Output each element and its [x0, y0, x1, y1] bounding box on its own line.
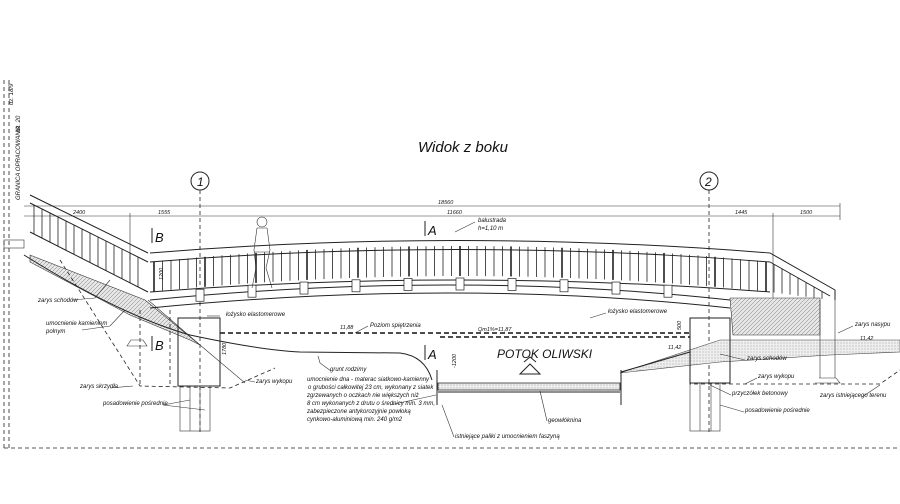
bridge-structure [29, 194, 836, 309]
boundary-label: GRANICA OPRACOWANIA [16, 126, 22, 200]
deck-bolt-plate [195, 288, 205, 302]
boundary-lines [3, 80, 900, 449]
label-zarys-terenu: zarys istniejącego terenu [819, 393, 887, 399]
river-bed [437, 382, 621, 391]
svg-text:B: B [155, 338, 164, 353]
left-stair-fill [29, 254, 201, 346]
label-zarys-schodow-right: zarys schodów [746, 356, 787, 362]
dim-1555: 1555 [158, 210, 171, 216]
dimension-lines [24, 203, 841, 300]
svg-text:cynkowo-aluminiową min. 240 g/: cynkowo-aluminiową min. 240 g/m2 [307, 417, 403, 423]
svg-text:A: A [427, 223, 437, 238]
dim-1500: 1500 [800, 210, 813, 216]
plot-right-label: dz. 20 [16, 115, 22, 132]
label-posadowienie-left: posadowienie pośrednie [102, 401, 168, 407]
water-level-symbol [518, 356, 542, 375]
label-zarys-wykopu-right: zarys wykopu [757, 374, 795, 380]
plot-left-label: dz. 18/9 [9, 83, 15, 105]
deck-bolt-plate [403, 278, 413, 291]
section-marks: B B A A [151, 221, 437, 362]
svg-text:A: A [427, 347, 437, 362]
dim-500: 500 [677, 320, 683, 330]
svg-text:o grubości całkowitej 23 cm, w: o grubości całkowitej 23 cm, wykonany z … [308, 385, 434, 391]
dim-minus-1200: -1200 [452, 353, 458, 368]
label-zarys-wykopu-left: zarys wykopu [255, 379, 293, 385]
deck-bolt-plate [247, 284, 257, 298]
label-umocnienie-dna: umocnienie dna - materac siatkowo-kamien… [306, 377, 435, 423]
axis-2: 2 [699, 171, 719, 432]
level-qm: Qm1%=11,87 [478, 327, 512, 333]
deck-bolt-plate [663, 284, 673, 298]
right-abutment [689, 300, 841, 432]
label-zarys-nasypu: zarys nasypu [854, 322, 891, 328]
svg-text:8 cm wykonanych z drutu o śred: 8 cm wykonanych z drutu o średnicy min. … [307, 401, 435, 407]
river-name: POTOK OLIWSKI [497, 347, 593, 361]
pedestrian-figure [251, 216, 273, 289]
dim-1780: 1780 [222, 342, 228, 355]
drawing-title: Widok z boku [418, 139, 509, 156]
label-umocnienie-1: umocnienie kamieniem [46, 321, 107, 327]
svg-text:zgrzewanych o oczkach nie więk: zgrzewanych o oczkach nie większych niż [306, 393, 419, 399]
label-zarys-skrzydla: zarys skrzydła [79, 384, 119, 390]
label-grunt: grunt rodzimy [330, 367, 367, 373]
label-lozysko-right: łożysko elastomerowe [608, 309, 668, 315]
deck-bolt-plate [611, 281, 621, 295]
deck-bolt-plate [507, 278, 517, 291]
label-przyczolek: przyczółek betonowy [731, 391, 789, 397]
dim-1200: 1200 [159, 267, 165, 280]
level-left-bank: 11,42 [668, 345, 681, 351]
label-balustrada: balustrada [478, 218, 507, 224]
dim-2400: 2400 [72, 210, 86, 216]
label-geowloknina: geowłóknina [548, 418, 582, 424]
level-right-bank: 11,42 [860, 336, 873, 342]
label-lozysko-left: łożysko elastomerowe [226, 312, 286, 318]
label-zarys-schodow-left: zarys schodów [37, 298, 78, 304]
dim-11660: 11660 [447, 210, 463, 216]
svg-text:2: 2 [704, 175, 712, 189]
label-balustrada-h: h=1,10 m [478, 226, 503, 232]
svg-text:B: B [155, 230, 164, 245]
deck-bolt-plate [299, 281, 309, 295]
deck-bolt-plate [455, 277, 465, 291]
leader-lines [71, 221, 881, 438]
svg-text:zabezpieczone antykorozyjnie p: zabezpieczone antykorozyjnie powłoką [306, 409, 411, 415]
right-abutment-stone [729, 297, 821, 336]
axis-1: 1 [190, 171, 210, 432]
left-ground [23, 254, 433, 381]
label-posadowienie-right: posadowienie pośrednie [744, 408, 810, 414]
svg-text:1: 1 [197, 175, 204, 189]
label-umocnienie-2: polnym [45, 329, 65, 335]
dim-total: 18560 [438, 200, 454, 206]
deck-bolt-plate [351, 279, 361, 293]
svg-text:umocnienie dna - materac siatk: umocnienie dna - materac siatkowo-kamien… [307, 377, 430, 383]
label-poziom: Poziom spiętrzenia [370, 323, 421, 329]
level-spietrzenie: 11,88 [340, 325, 354, 331]
label-paliki: istniejące paliki z umocnieniem faszyną [455, 434, 560, 440]
deck-bolt-plate [559, 279, 569, 293]
dim-1445: 1445 [735, 210, 748, 216]
